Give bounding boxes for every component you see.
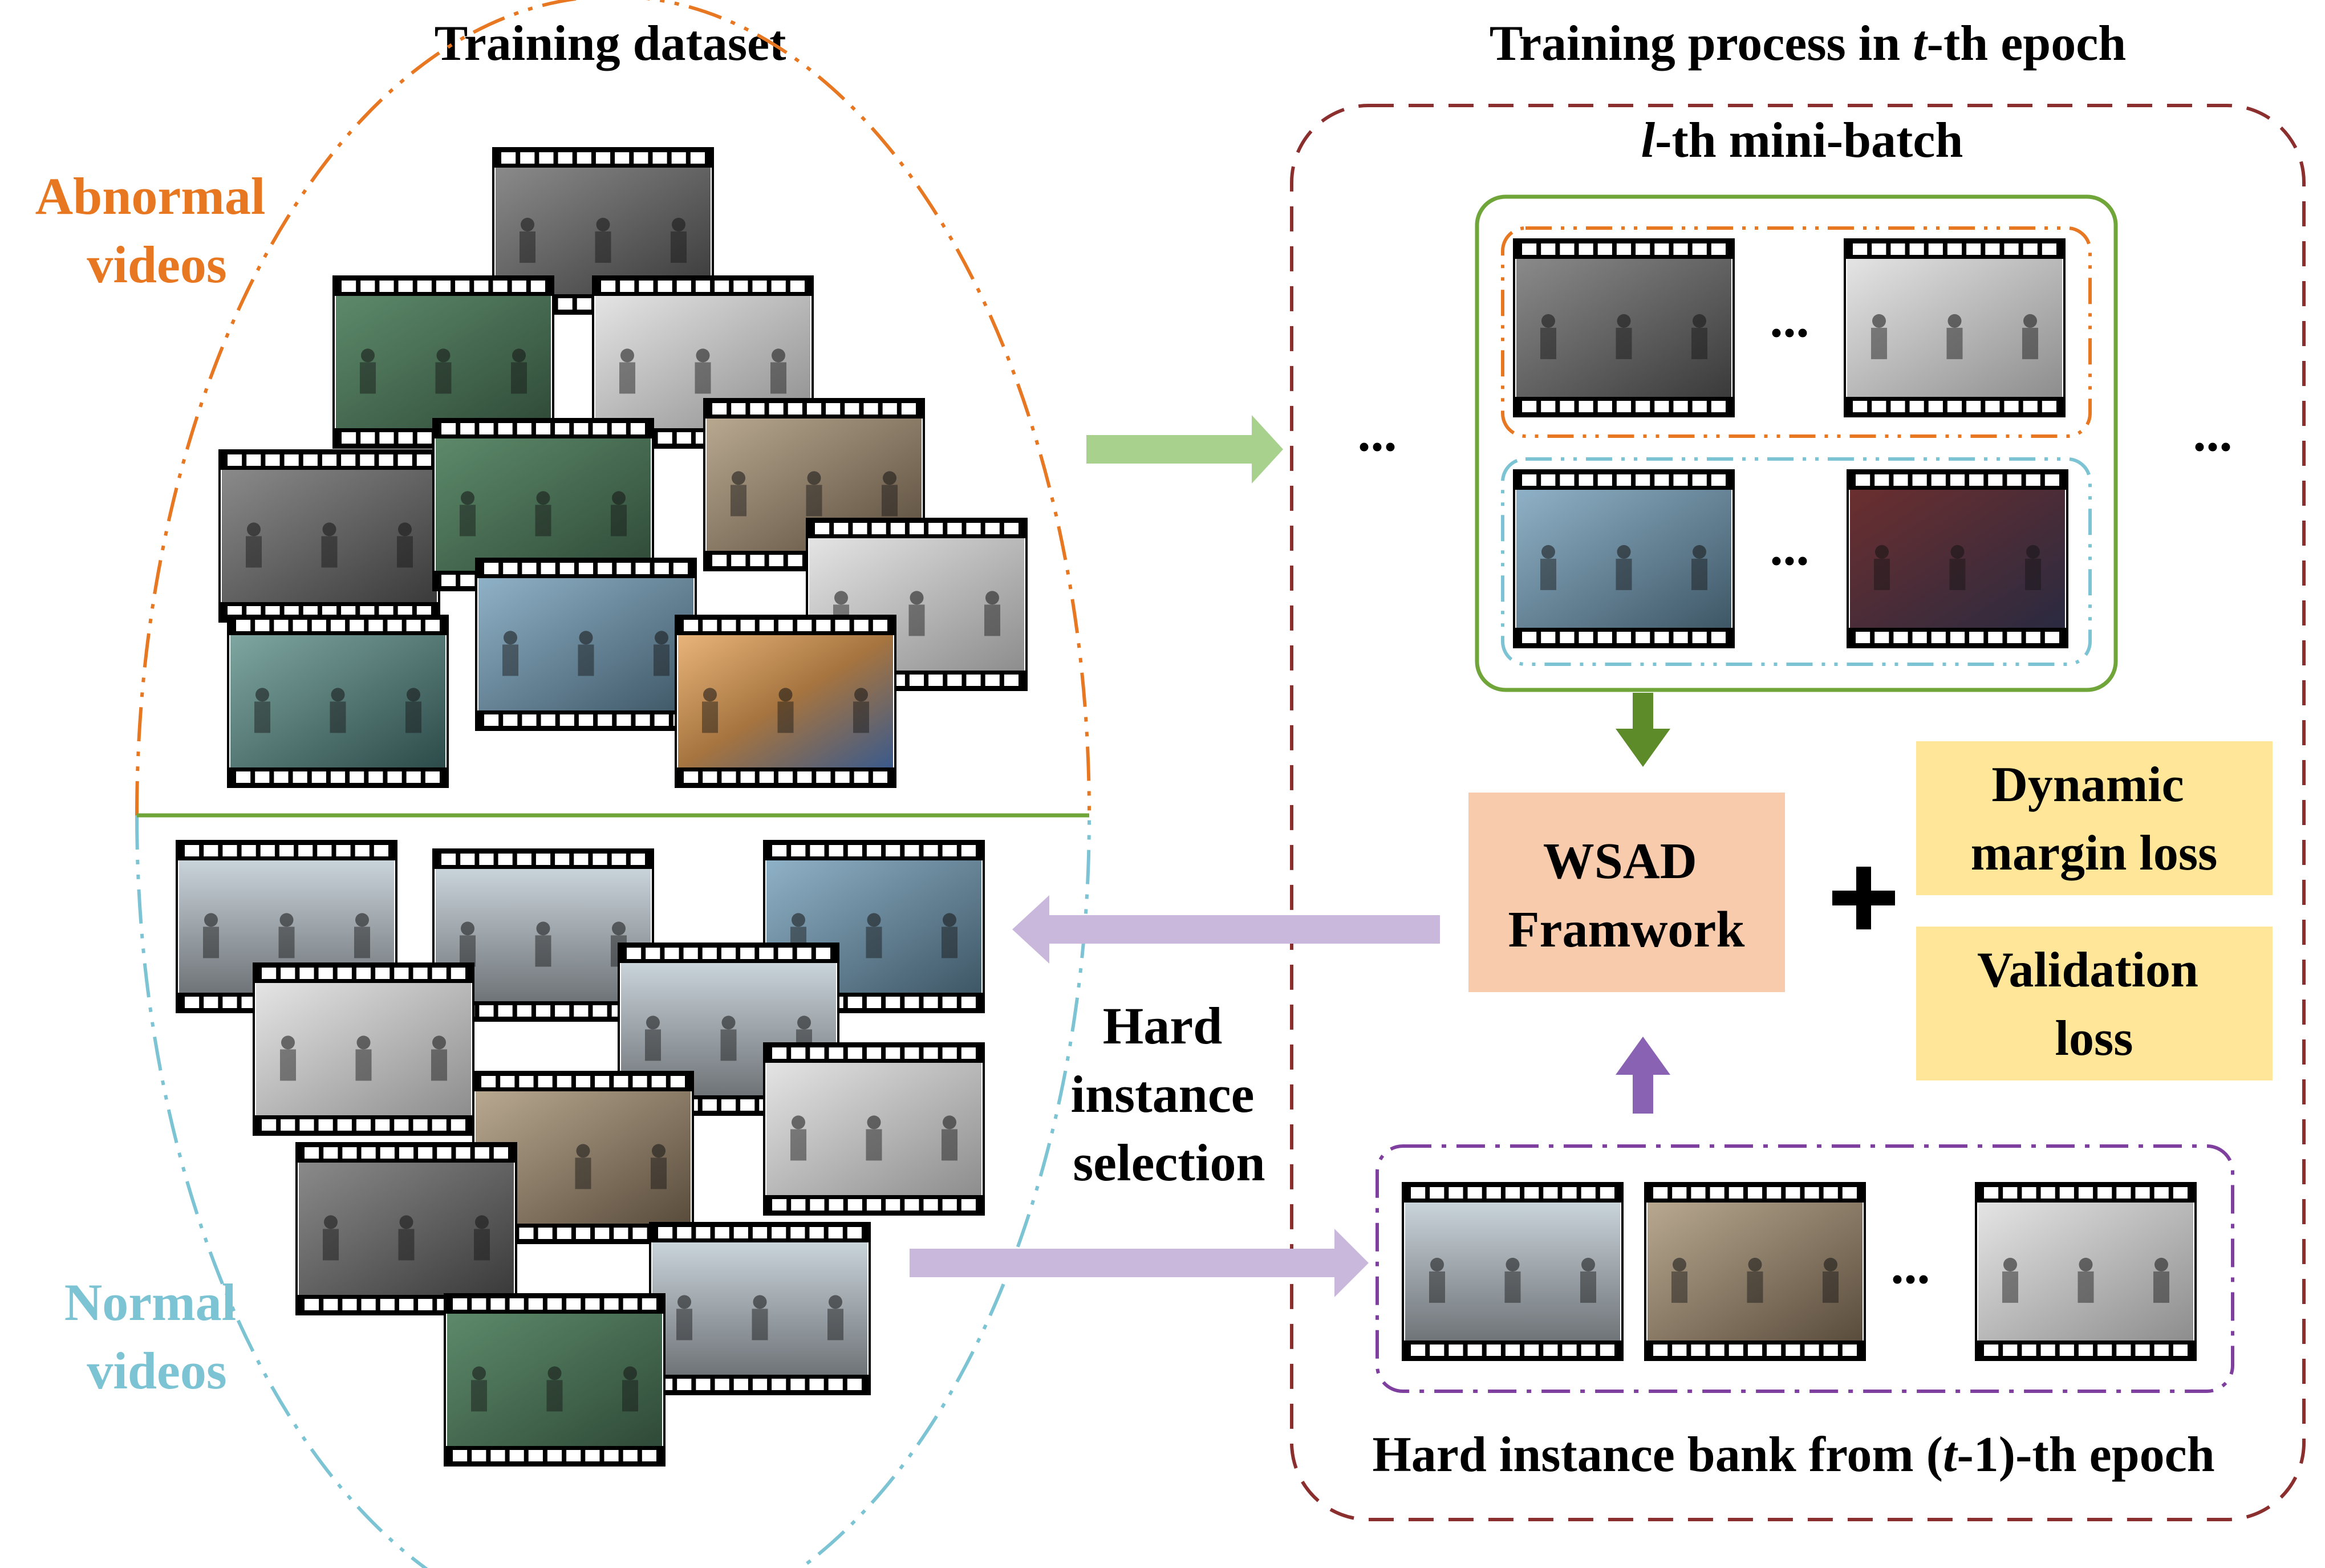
abnormal-region-outline [135,0,1091,816]
normal-label: Normal videos [64,1273,249,1400]
arrow-bank-to-wsad [1616,1037,1670,1114]
dynamic-margin-loss-label: Dynamic margin loss [1971,757,2218,881]
abnormal-thumb-9 [475,558,697,731]
normal-region-outline [135,815,1091,1568]
right-panel-title: Training process in t-th epoch [1490,16,2126,71]
ellipsis-normal: ... [1770,518,1809,576]
arrow-minibatch-to-wsad [1616,693,1670,767]
hard-instance-bank-box [1375,1144,2234,1393]
minibatch-abnormal-thumb-1 [1513,238,1735,417]
abnormal-label: Abnormal videos [35,167,279,294]
validation-loss-label: Validation loss [1977,943,2211,1066]
ellipsis-left: ... [1358,404,1397,462]
bank-thumb-2 [1644,1182,1866,1361]
mini-batch-box [1475,194,2118,692]
abnormal-thumb-5 [218,449,440,623]
arrow-normal-videos-to-bank [910,1229,1369,1297]
normal-thumb-9 [649,1222,871,1395]
mini-batch-normal-box [1501,457,2092,666]
mini-batch-title: l-th mini-batch [1641,113,1963,168]
plus-sign [1832,867,1895,929]
abnormal-thumb-2 [332,275,554,449]
dynamic-margin-loss-box [1916,741,2273,895]
arrow-wsad-to-normal-videos [1012,895,1440,964]
normal-thumb-5 [253,962,474,1136]
normal-thumb-10 [444,1293,666,1467]
minibatch-normal-thumb-2 [1847,469,2068,648]
validation-loss-box [1916,927,2273,1080]
wsad-framework-box [1468,793,1785,992]
abnormal-thumb-8 [227,615,449,788]
video-thumbnails [176,147,2197,1467]
wsad-framework-label: WSAD Framwork [1508,833,1745,958]
ellipsis-right: ... [2193,404,2233,462]
minibatch-abnormal-thumb-2 [1844,238,2066,417]
abnormal-thumb-10 [675,615,896,788]
minibatch-normal-thumb-1 [1513,469,1735,648]
bank-thumb-3 [1975,1182,2197,1361]
training-process-box [1290,104,2306,1521]
mini-batch-abnormal-box [1501,226,2092,438]
hard-instance-bank-label: Hard instance bank from (t-1)-th epoch [1372,1427,2214,1482]
ellipsis-bank: ... [1891,1236,1930,1294]
normal-thumb-8 [295,1142,517,1315]
bank-thumb-1 [1402,1182,1624,1361]
ellipsis-abnormal: ... [1770,290,1809,348]
normal-thumb-6 [763,1042,985,1216]
hard-instance-selection-label: Hard instance selection [1071,997,1268,1192]
arrow-dataset-to-minibatch [1086,415,1283,484]
left-panel-title: Training dataset [435,16,786,71]
